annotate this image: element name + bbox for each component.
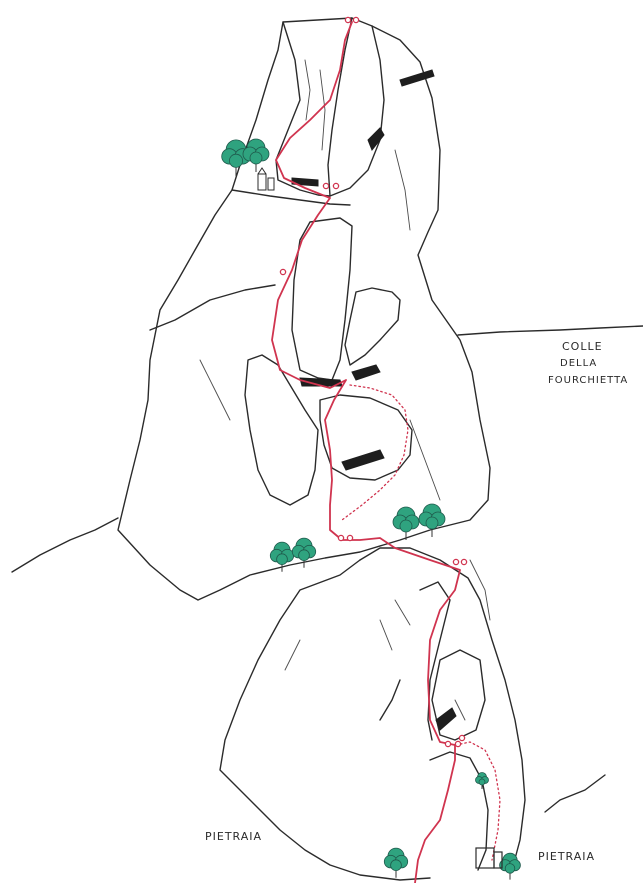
- label-fourchietta: FOURCHIETTA: [548, 375, 628, 386]
- tree-icon: [500, 853, 521, 879]
- anchor-icon: [461, 559, 466, 564]
- label-della: DELLA: [560, 358, 597, 369]
- label-colle: COLLE: [562, 340, 603, 353]
- anchor-icon: [353, 17, 358, 22]
- label-colle-della-fourchietta: COLLE DELLA FOURCHIETTA: [548, 340, 628, 386]
- tree-icon: [476, 773, 489, 790]
- anchor-icon: [445, 741, 450, 746]
- rock-outlines: [12, 18, 643, 880]
- anchor-icon: [323, 183, 328, 188]
- anchor-icon: [453, 559, 458, 564]
- anchor-icon: [338, 535, 343, 540]
- anchor-icon: [280, 269, 285, 274]
- tree-icon: [384, 848, 407, 878]
- anchor-icon: [347, 535, 352, 540]
- label-pietraia-right: PIETRAIA: [538, 850, 595, 863]
- route-line: [272, 22, 460, 883]
- anchor-icon: [459, 735, 464, 740]
- tree-icon: [270, 542, 293, 572]
- anchor-icon: [345, 17, 350, 22]
- anchor-icon: [455, 741, 460, 746]
- label-pietraia-left: PIETRAIA: [205, 830, 262, 843]
- anchor-icon: [333, 183, 338, 188]
